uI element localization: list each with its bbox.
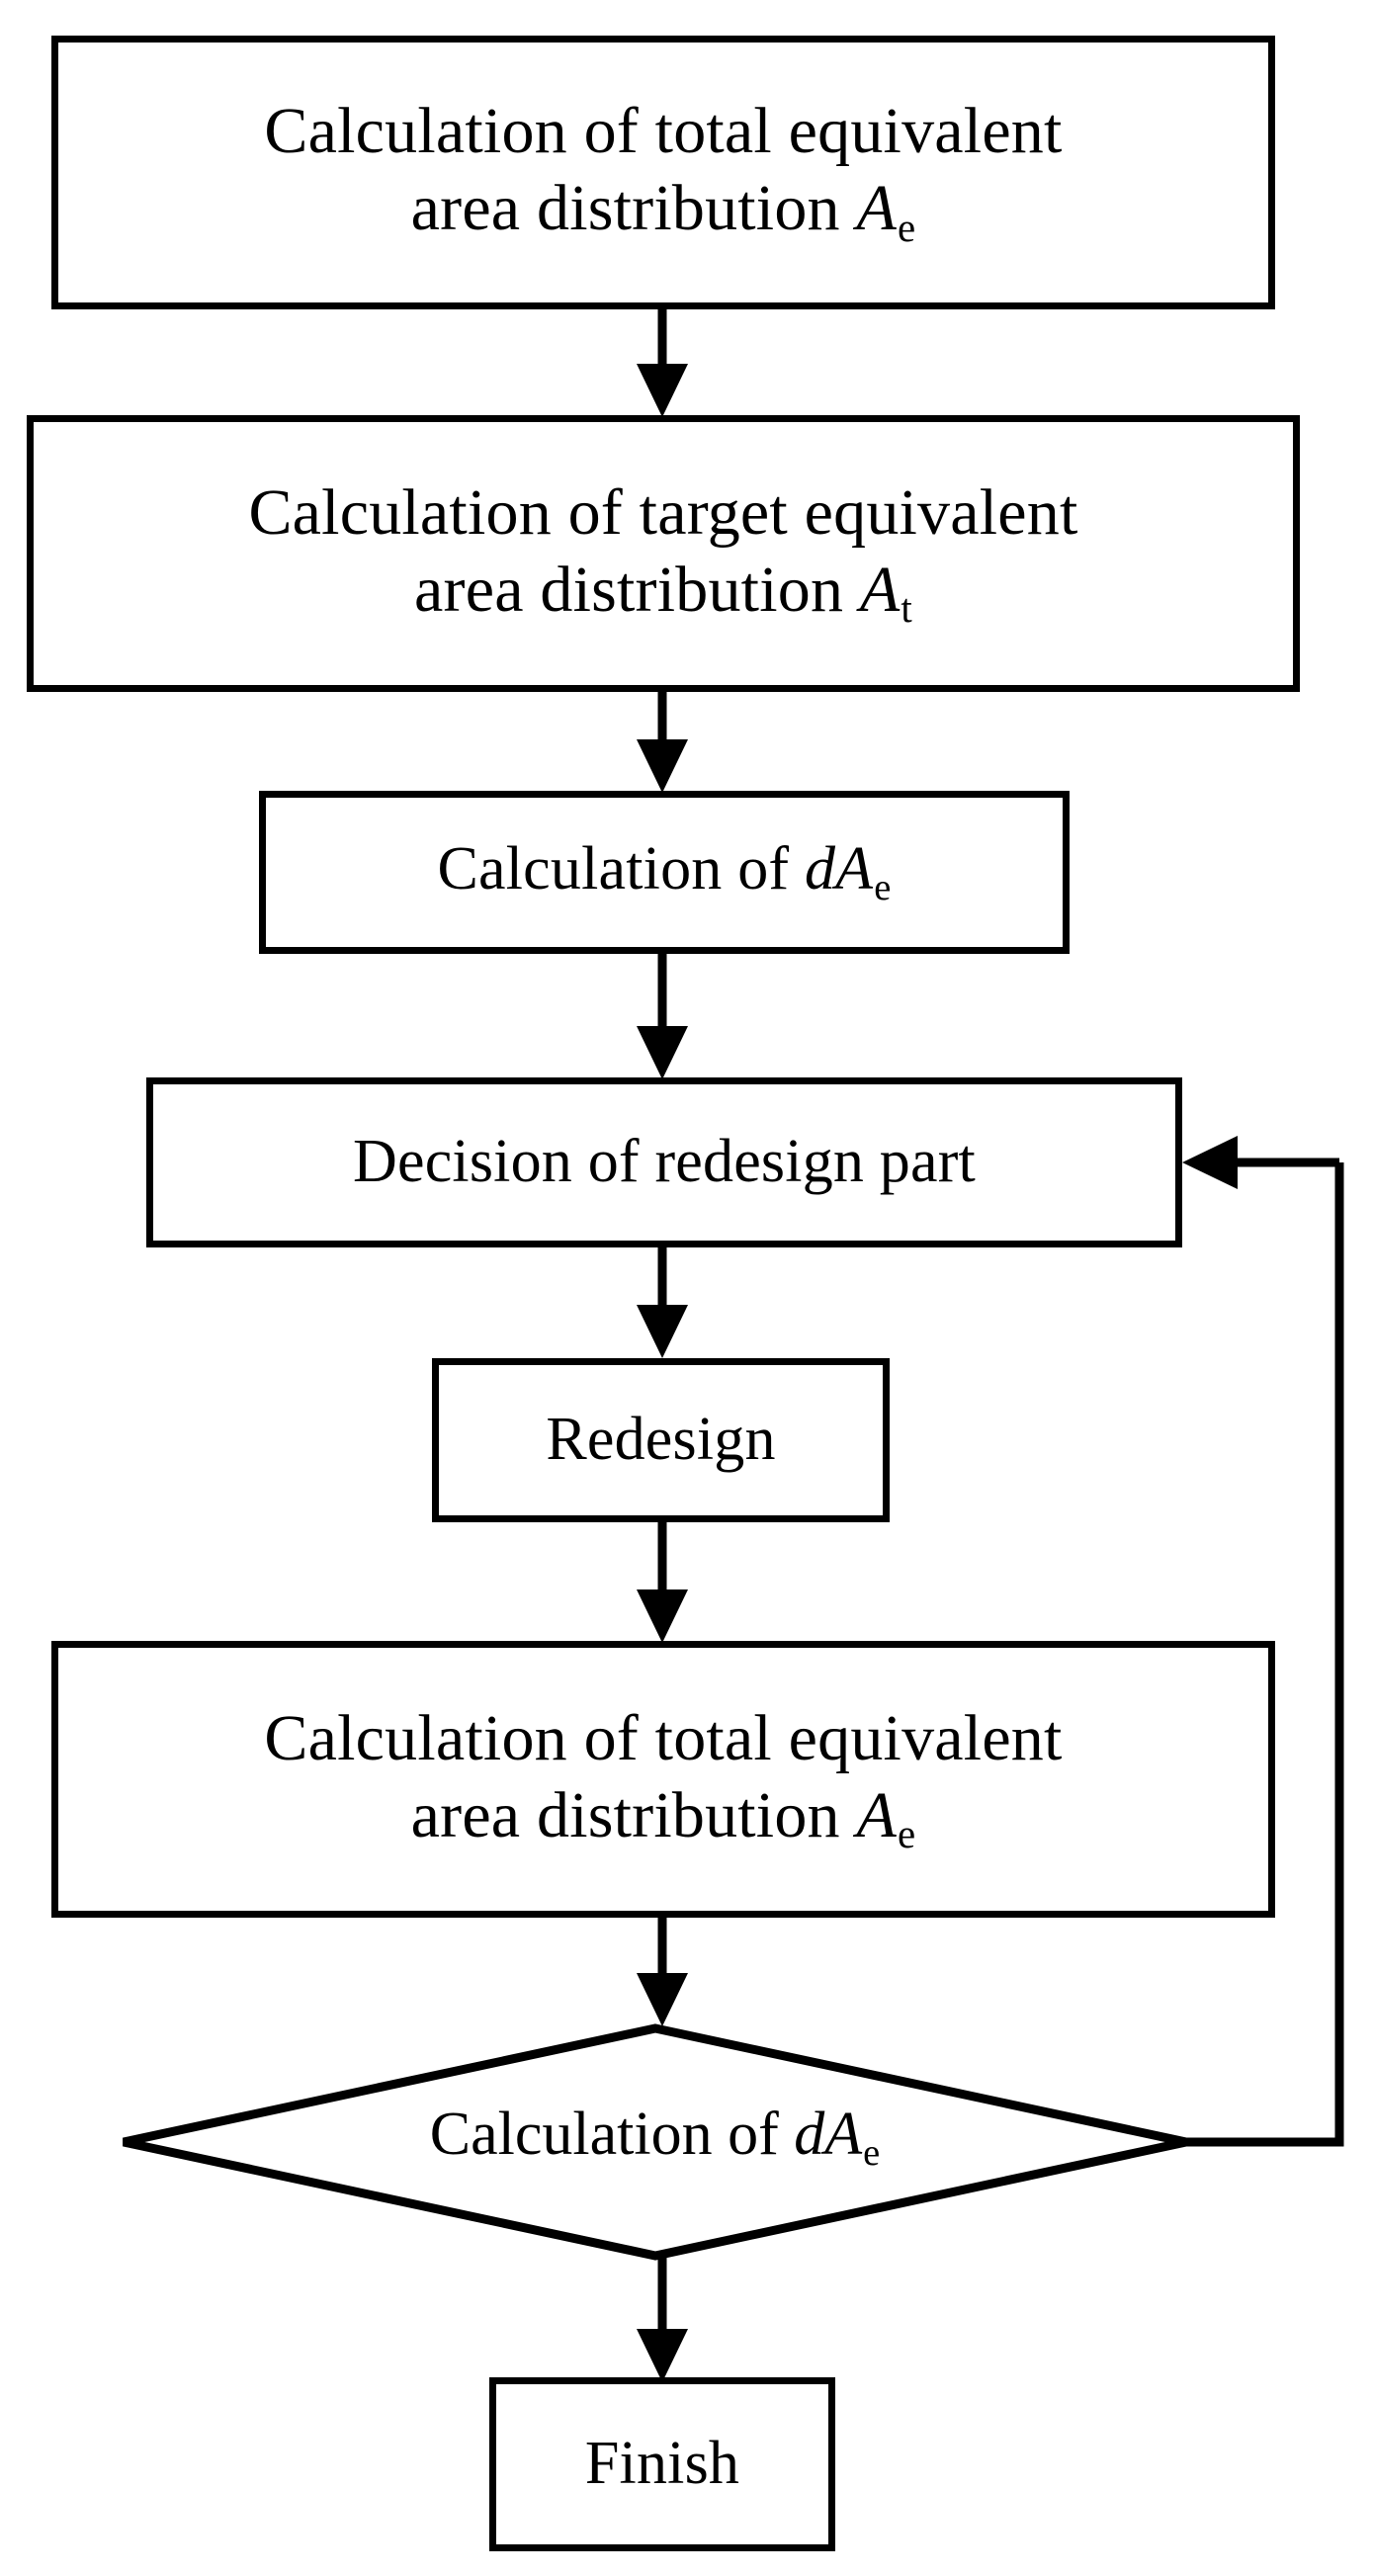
node-label-decision-of-redesign-part: Decision of redesign part bbox=[353, 1128, 976, 1196]
edge-calc-total-1-to-calc-target bbox=[637, 309, 688, 417]
diamond-calc-dae-2-outline bbox=[123, 2023, 1187, 2261]
edge-calc-total-2-to-calc-dae-2 bbox=[637, 1918, 688, 2026]
symbol-subscript-e: e bbox=[863, 2131, 881, 2174]
node-redesign[interactable]: Redesign bbox=[432, 1358, 890, 1522]
edge-feedback-loop-to-decision bbox=[1182, 1136, 1344, 2147]
edge-calc-target-to-calc-dae-1 bbox=[637, 692, 688, 793]
symbol-subscript-e: e bbox=[897, 1812, 916, 1857]
node-label-calc-dae-2: Calculation of dAe bbox=[429, 2101, 881, 2174]
node-calc-dae-2[interactable]: Calculation of dAe bbox=[124, 2101, 1186, 2190]
symbol-subscript-t: t bbox=[901, 586, 912, 632]
symbol-A: A bbox=[856, 172, 897, 245]
symbol-subscript-e: e bbox=[874, 867, 892, 909]
symbol-A: A bbox=[859, 553, 901, 626]
symbol-dA: dA bbox=[794, 2101, 863, 2168]
edge-calc-dae-1-to-decision bbox=[637, 954, 688, 1079]
node-label-finish: Finish bbox=[584, 2430, 740, 2498]
edge-calc-dae-2-to-finish bbox=[637, 2256, 688, 2382]
edge-decision-to-redesign bbox=[637, 1247, 688, 1358]
node-calc-dae-1[interactable]: Calculation of dAe bbox=[259, 791, 1070, 954]
node-label-redesign: Redesign bbox=[546, 1406, 776, 1474]
node-decision-of-redesign-part[interactable]: Decision of redesign part bbox=[146, 1077, 1182, 1247]
symbol-dA: dA bbox=[804, 835, 874, 903]
edge-redesign-to-calc-total-2 bbox=[637, 1522, 688, 1643]
symbol-A: A bbox=[856, 1778, 897, 1851]
node-label-calc-dae-1: Calculation of dAe bbox=[437, 835, 892, 909]
node-finish[interactable]: Finish bbox=[489, 2377, 835, 2551]
symbol-subscript-e: e bbox=[897, 205, 916, 250]
